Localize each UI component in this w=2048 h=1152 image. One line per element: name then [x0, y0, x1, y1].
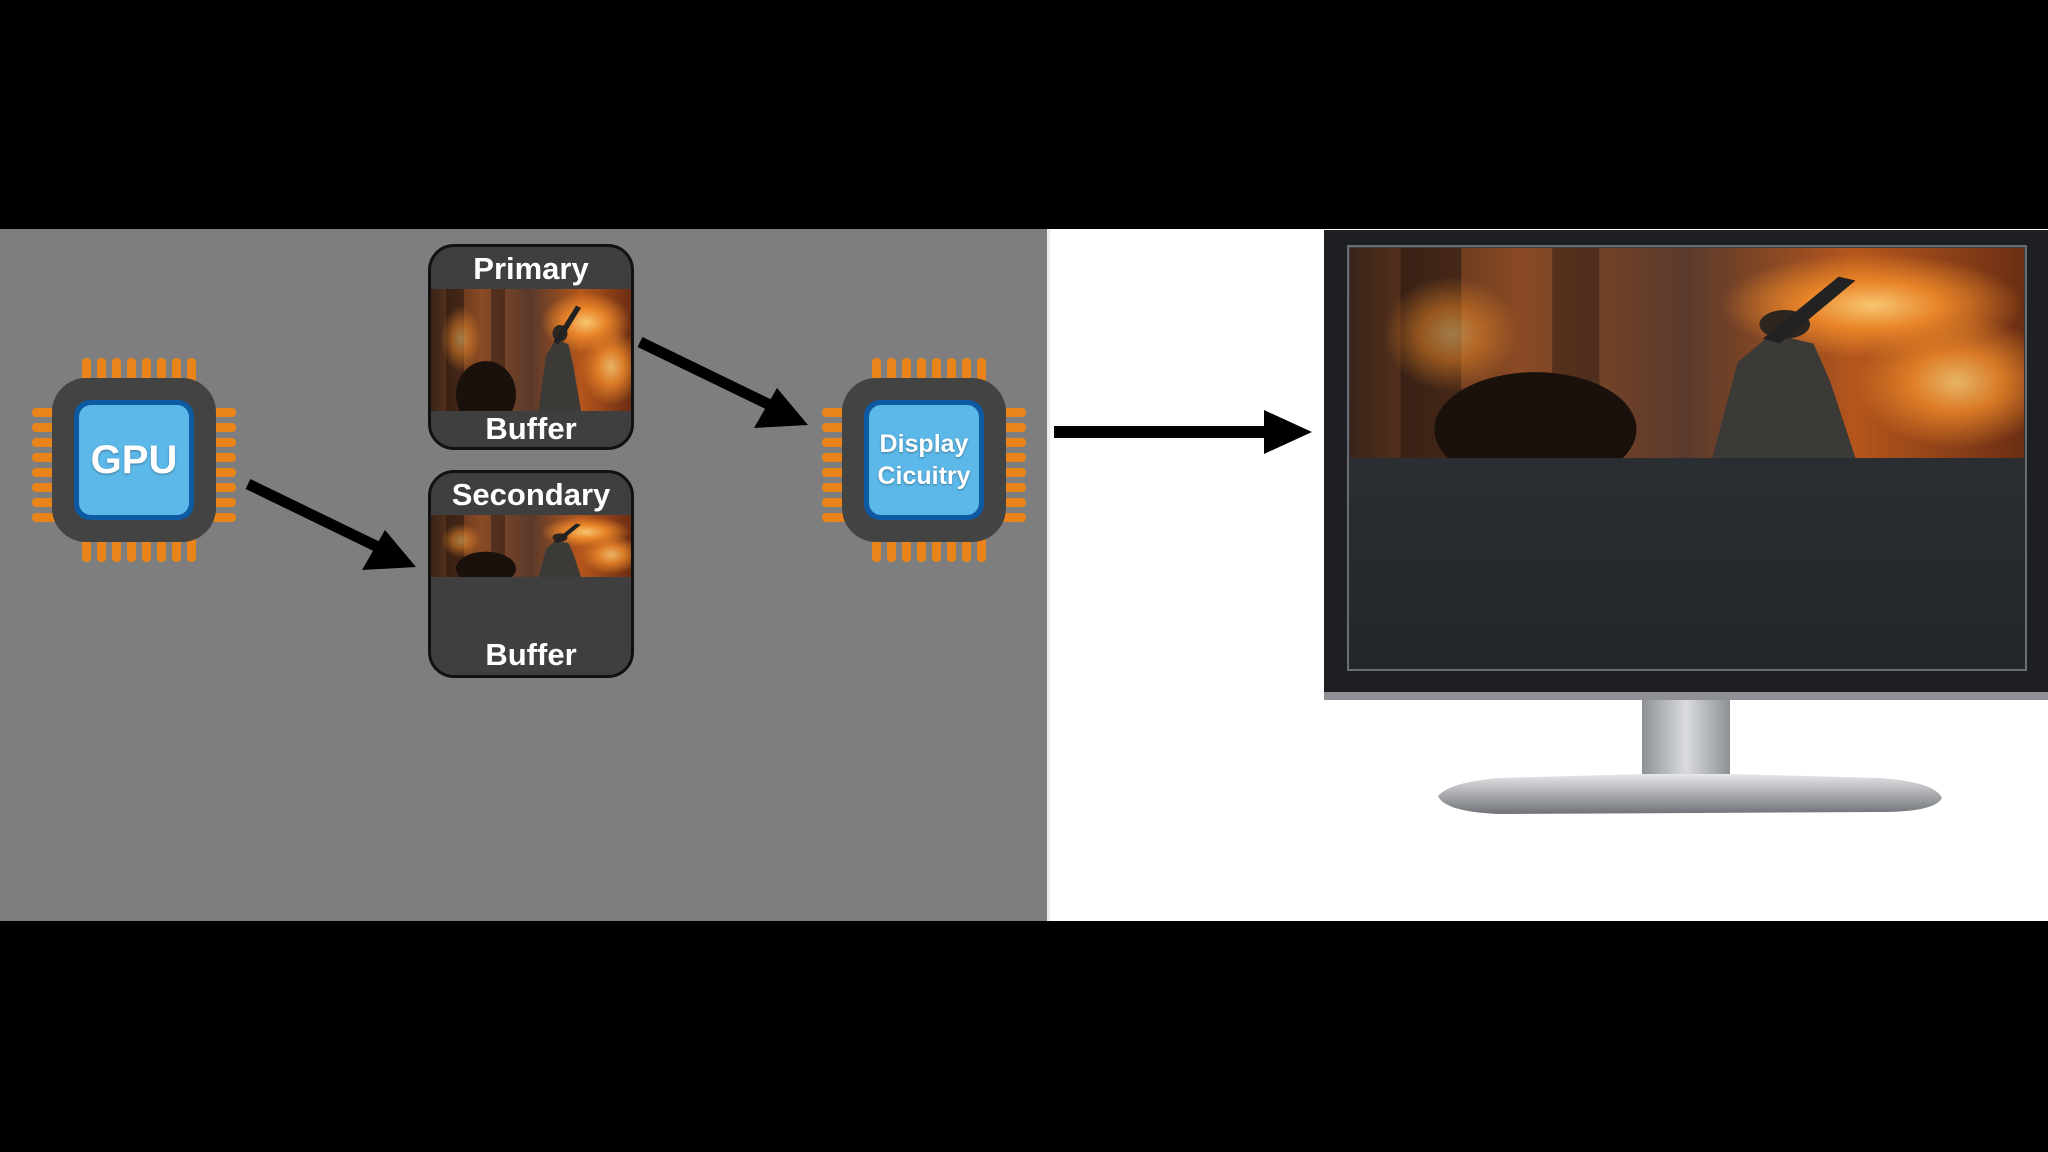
- display-chip-label-line2: Cicuitry: [877, 460, 970, 492]
- arrow-icon: [632, 328, 822, 438]
- primary-buffer-subtitle: Buffer: [431, 411, 631, 447]
- arrow-icon: [1050, 408, 1315, 458]
- gpu-label: GPU: [79, 405, 189, 515]
- pane-divider: [1047, 229, 1050, 921]
- primary-buffer: Primary Buffer: [428, 244, 634, 450]
- secondary-buffer: Secondary Buffer: [428, 470, 634, 678]
- display-chip-icon: Display Cicuitry: [820, 356, 1028, 564]
- primary-buffer-frame: [431, 289, 631, 411]
- display-chip-label: Display Cicuitry: [869, 405, 979, 515]
- display-chip-label-line1: Display: [880, 428, 969, 460]
- secondary-buffer-frame: [431, 515, 631, 577]
- arrow-icon: [240, 470, 430, 580]
- secondary-buffer-subtitle: Buffer: [431, 637, 631, 673]
- primary-buffer-title: Primary: [431, 251, 631, 287]
- gpu-chip-icon: GPU: [30, 356, 238, 564]
- monitor-icon: [1320, 226, 2048, 826]
- secondary-buffer-title: Secondary: [431, 477, 631, 513]
